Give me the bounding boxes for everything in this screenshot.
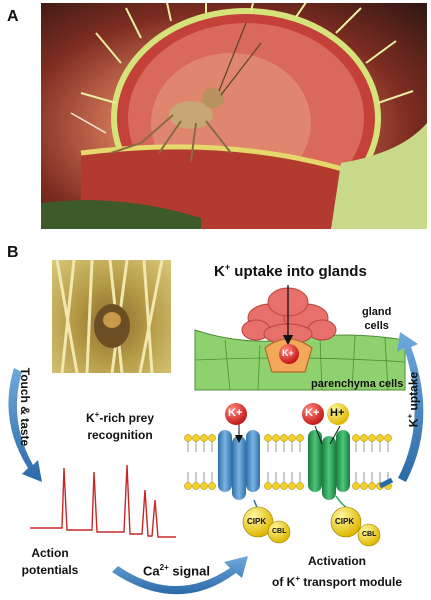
- venus-flytrap-photo: [41, 3, 427, 229]
- touch-taste-arrow: [8, 368, 42, 482]
- k-uptake-label: K+ uptake: [405, 371, 421, 428]
- gland-cells-label: gland cells: [362, 306, 392, 332]
- transporter-k-ion-label: K+: [305, 407, 320, 419]
- cipk-left-label: CIPK: [247, 517, 267, 526]
- k-channel: [218, 424, 260, 500]
- k-uptake-arrow: [397, 332, 424, 482]
- panel-label-a: A: [7, 8, 19, 25]
- kinase-complex-left: [242, 499, 291, 544]
- kinase-complex-right: [330, 495, 381, 547]
- prey-recognition-label: K+-rich prey recognition: [85, 410, 155, 442]
- gland-k-ion: [279, 344, 299, 364]
- gland-k-ion-label: K+: [282, 348, 294, 358]
- transporter-k-ion: [302, 403, 324, 425]
- cbl-right-label: CBL: [362, 531, 377, 538]
- prey-trap-photo: [52, 260, 171, 373]
- lipid-bilayer: [184, 434, 392, 490]
- transporter-h-ion-label: H+: [330, 407, 345, 419]
- ca-signal-arrow: [112, 556, 248, 595]
- panel-label-b: B: [7, 244, 19, 261]
- transporter-h-ion: [327, 403, 349, 425]
- parenchyma-label: parenchyma cells: [311, 378, 404, 390]
- ca-signal-label: Ca2+ signal: [143, 563, 210, 579]
- cbl-left-label: CBL: [272, 528, 287, 535]
- action-potentials-label: Action potentials: [21, 546, 79, 577]
- cipk-right-label: CIPK: [335, 517, 355, 526]
- channel-k-ion-label: K+: [228, 407, 243, 419]
- activation-label: Activation of K+ transport module: [271, 554, 402, 589]
- uptake-title: K+ uptake into glands: [214, 262, 367, 280]
- k-transporter: [308, 425, 350, 500]
- channel-k-ion: [225, 403, 247, 425]
- action-potential-trace: [30, 464, 176, 538]
- tissue-illustration: [194, 287, 406, 391]
- touch-taste-label: Touch & taste: [18, 367, 32, 447]
